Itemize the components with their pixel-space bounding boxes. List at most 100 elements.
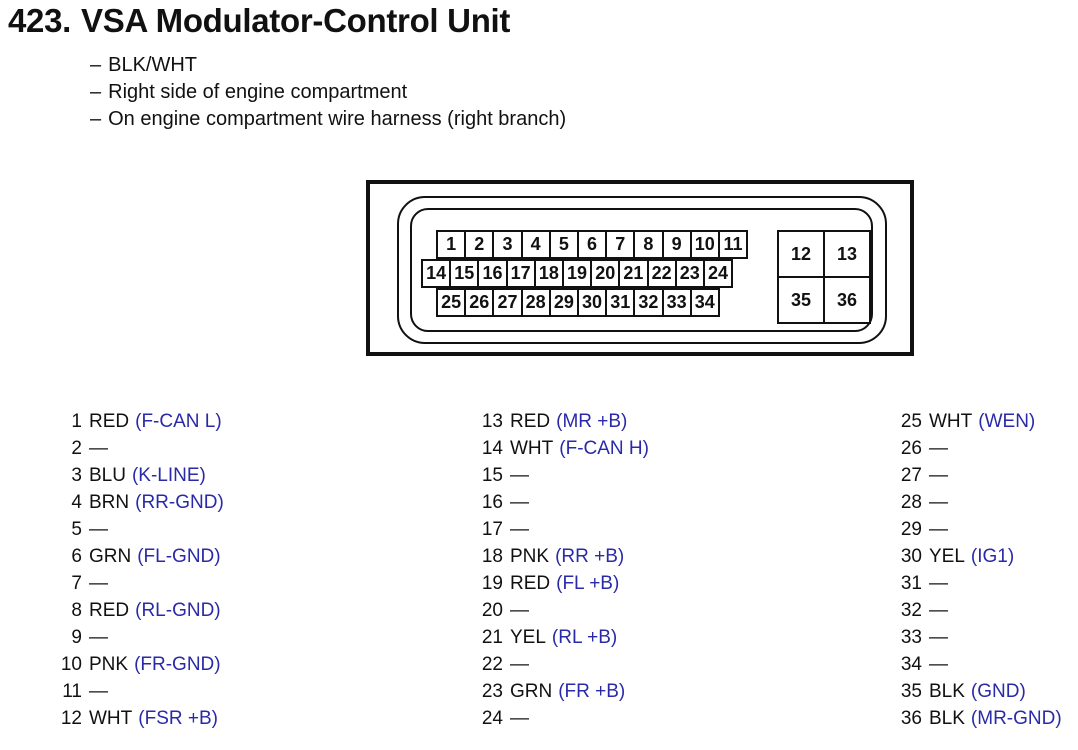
- connector-pin: 1: [436, 230, 467, 259]
- wire-color: —: [89, 573, 108, 594]
- wire-color: —: [89, 627, 108, 648]
- connector-pin: 18: [533, 259, 564, 288]
- connector-pin: 33: [661, 288, 692, 317]
- pin-number: 10: [60, 654, 82, 675]
- page-title: 423. VSA Modulator-Control Unit: [8, 2, 510, 40]
- wire-color: —: [929, 519, 948, 540]
- pin-list-item: 27—: [867, 462, 1062, 489]
- wire-color: —: [929, 627, 948, 648]
- connector-pin: 25: [436, 288, 467, 317]
- pin-number: 26: [900, 438, 922, 459]
- wire-color: —: [510, 519, 529, 540]
- signal-name: (IG1): [970, 546, 1015, 567]
- pin-list-item: 15—: [446, 462, 649, 489]
- signal-name: (GND): [970, 681, 1026, 702]
- wire-color: RED: [89, 600, 130, 621]
- pin-number: 8: [71, 600, 82, 621]
- pin-list-item: 16 —: [446, 489, 649, 516]
- connector-pin: 4: [520, 230, 551, 259]
- pin-list-item: 11—: [7, 678, 224, 705]
- pin-list-item: 32—: [867, 597, 1062, 624]
- wire-color: GRN: [510, 681, 553, 702]
- note-harness: – On engine compartment wire harness (ri…: [90, 108, 567, 130]
- pin-number: 31: [900, 573, 922, 594]
- pin-number: 20: [481, 600, 503, 621]
- connector-pin: 5: [548, 230, 579, 259]
- connector-pin: 28: [520, 288, 551, 317]
- pin-list-item: 20 —: [446, 597, 649, 624]
- pin-list-item: 28—: [867, 489, 1062, 516]
- connector-pin: 11: [717, 230, 749, 259]
- signal-name: (MR-GND): [970, 708, 1062, 729]
- signal-name: (FSR +B): [138, 708, 218, 729]
- connector-pin: 6: [576, 230, 608, 259]
- connector-pin: 19: [561, 259, 593, 288]
- connector-pin: 2: [464, 230, 495, 259]
- pin-number: 29: [900, 519, 922, 540]
- pin-number: 30: [900, 546, 922, 567]
- signal-name: (RL +B): [551, 627, 618, 648]
- signal-name: (MR +B): [556, 411, 628, 432]
- connector-pin: 20: [590, 259, 621, 288]
- pin-number: 4: [71, 492, 82, 513]
- pin-number: 7: [71, 573, 82, 594]
- signal-name: (K-LINE): [131, 465, 206, 486]
- connector-pin: 26: [464, 288, 495, 317]
- pin-number: 24: [481, 708, 503, 729]
- wire-color: PNK: [89, 654, 129, 675]
- wire-color: —: [510, 492, 529, 513]
- pin-number: 12: [60, 708, 82, 729]
- wire-color: —: [510, 600, 529, 621]
- pin-list-item: 31—: [867, 570, 1062, 597]
- pin-number: 14: [481, 438, 503, 459]
- pin-list-item: 22—: [446, 651, 649, 678]
- connector-pin: 34: [689, 288, 720, 317]
- wire-color: —: [929, 654, 948, 675]
- connector-shell-inner: [410, 208, 873, 332]
- pin-number: 1: [71, 411, 82, 432]
- wire-color: —: [929, 492, 948, 513]
- wire-color: —: [89, 519, 108, 540]
- wire-color: BRN: [89, 492, 130, 513]
- pin-number: 9: [71, 627, 82, 648]
- connector-pin: 29: [548, 288, 579, 317]
- title-text: VSA Modulator-Control Unit: [81, 2, 511, 39]
- pin-number: 25: [900, 411, 922, 432]
- pin-number: 19: [481, 573, 503, 594]
- pin-number: 11: [62, 681, 82, 702]
- signal-name: (FR-GND): [134, 654, 221, 675]
- pin-number: 36: [900, 708, 922, 729]
- wire-color: —: [929, 438, 948, 459]
- connector-pin: 8: [633, 230, 664, 259]
- pin-number: 5: [71, 519, 82, 540]
- connector-notes: – BLK/WHT – Right side of engine compart…: [90, 52, 566, 133]
- pin-list-item: 34—: [867, 651, 1062, 678]
- pin-list-item: 9—: [7, 624, 224, 651]
- wire-color: BLK: [929, 681, 965, 702]
- pin-list-item: 2—: [7, 435, 224, 462]
- pin-number: 16: [481, 492, 503, 513]
- connector-pin: 17: [505, 259, 536, 288]
- pin-list-item: 5—: [7, 516, 224, 543]
- pin-list-item: 29 —: [867, 516, 1062, 543]
- connector-pin: 23: [674, 259, 705, 288]
- connector-pin: 7: [605, 230, 636, 259]
- pin-number: 18: [481, 546, 503, 567]
- pin-number: 23: [481, 681, 503, 702]
